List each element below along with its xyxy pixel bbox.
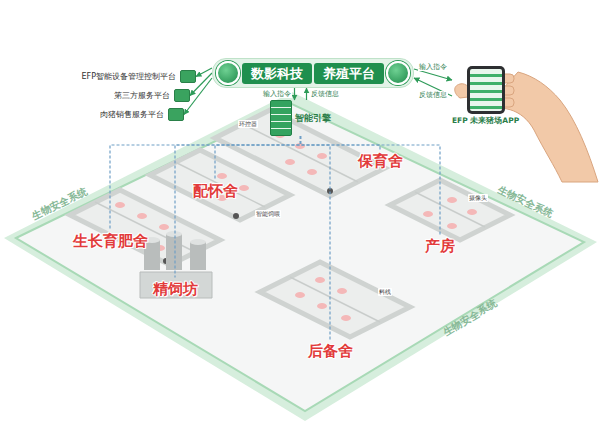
silo: [190, 242, 206, 270]
mill-label: 精饲坊: [151, 278, 200, 299]
pig: [467, 209, 477, 215]
pig: [317, 303, 327, 309]
flow-arrow: [414, 69, 452, 80]
feed-mill: [140, 231, 212, 298]
banner-title: 养殖平台: [314, 63, 384, 84]
device-label: 料线: [378, 288, 392, 296]
data-link: [215, 136, 301, 180]
app-phone: EFP 未来猪场APP: [452, 66, 519, 126]
barn-name: 产房: [425, 237, 455, 255]
barn-name: 保育舍: [358, 152, 403, 170]
edge-label: 反馈信息: [310, 90, 340, 98]
pig: [341, 315, 351, 321]
pig: [217, 173, 227, 179]
globe-icon: [386, 61, 410, 85]
edge-label: 输入指令: [262, 90, 292, 98]
barn-label: 后备舍: [306, 340, 355, 361]
pig: [137, 213, 147, 219]
app-name: EFP 未来猪场APP: [452, 116, 519, 126]
mill-base: [140, 272, 212, 298]
fan: [233, 213, 239, 219]
edge-label: 反馈信息: [418, 91, 448, 99]
pen-line: [175, 162, 265, 207]
flow-arrow: [294, 88, 295, 100]
flow-arrow: [196, 68, 212, 77]
globe-icon: [216, 61, 240, 85]
farm-ground: [4, 92, 597, 421]
pig: [159, 224, 169, 230]
platform-icon: [168, 108, 184, 121]
barn-label: 产房: [423, 235, 457, 256]
banner-title: 数影科技: [242, 63, 312, 84]
edge-label: 输入指令: [418, 63, 448, 71]
pig: [307, 169, 317, 175]
pen-line: [290, 277, 380, 322]
server-icon: [270, 100, 292, 136]
pig: [337, 288, 347, 294]
pig: [295, 143, 305, 149]
silo-top: [190, 239, 206, 245]
pig: [285, 159, 295, 165]
data-link: [301, 136, 381, 150]
engine-server: 智能引擎: [270, 100, 331, 136]
platform-icon: [180, 70, 196, 83]
server-name: 智能引擎: [295, 113, 331, 124]
data-link: [301, 136, 441, 235]
pig: [315, 277, 325, 283]
barn-label: 生长育肥舍: [71, 230, 150, 251]
barn-wall: [390, 180, 510, 240]
platform-name: 肉猪销售服务平台: [100, 110, 164, 120]
platform-item: EFP智能设备管理控制平台: [82, 70, 196, 83]
fan: [327, 188, 333, 194]
platform-item: 第三方服务平台: [114, 89, 190, 102]
data-link: [110, 136, 301, 230]
barn-wall: [260, 262, 410, 337]
silo-top: [166, 231, 182, 237]
pig: [239, 185, 249, 191]
pen-line: [243, 124, 358, 182]
barn-wall: [150, 150, 290, 220]
platform-icon: [174, 89, 190, 102]
device-label: 环控器: [238, 120, 258, 128]
barn-b: [150, 150, 290, 220]
platform-name: EFP智能设备管理控制平台: [82, 72, 176, 82]
barn-name: 配怀舍: [193, 182, 238, 200]
barn-label: 配怀舍: [191, 180, 240, 201]
phone-body: [467, 66, 505, 114]
platform-name: 第三方服务平台: [114, 91, 170, 101]
pig: [447, 197, 457, 203]
barn-e: [260, 262, 410, 337]
pig: [447, 223, 457, 229]
barn-name: 精饲坊: [153, 280, 198, 298]
pig: [295, 292, 305, 298]
outer-wall: [4, 92, 597, 421]
floor: [16, 104, 584, 411]
platform-banner: 数影科技养殖平台: [212, 58, 414, 88]
data-link: [175, 136, 301, 278]
device-label: 智能饲喂: [255, 210, 281, 218]
platform-item: 肉猪销售服务平台: [100, 108, 184, 121]
data-link: [301, 136, 331, 340]
pig: [317, 153, 327, 159]
barn-label: 保育舍: [356, 150, 405, 171]
pig: [115, 202, 125, 208]
barn-name: 生长育肥舍: [73, 232, 148, 250]
barn-d: [390, 180, 510, 240]
phone-screen: [470, 69, 502, 111]
device-label: 摄像头: [468, 194, 488, 202]
barn-name: 后备舍: [308, 342, 353, 360]
pig: [423, 211, 433, 217]
flow-arrow: [306, 88, 307, 100]
silo: [166, 234, 182, 270]
